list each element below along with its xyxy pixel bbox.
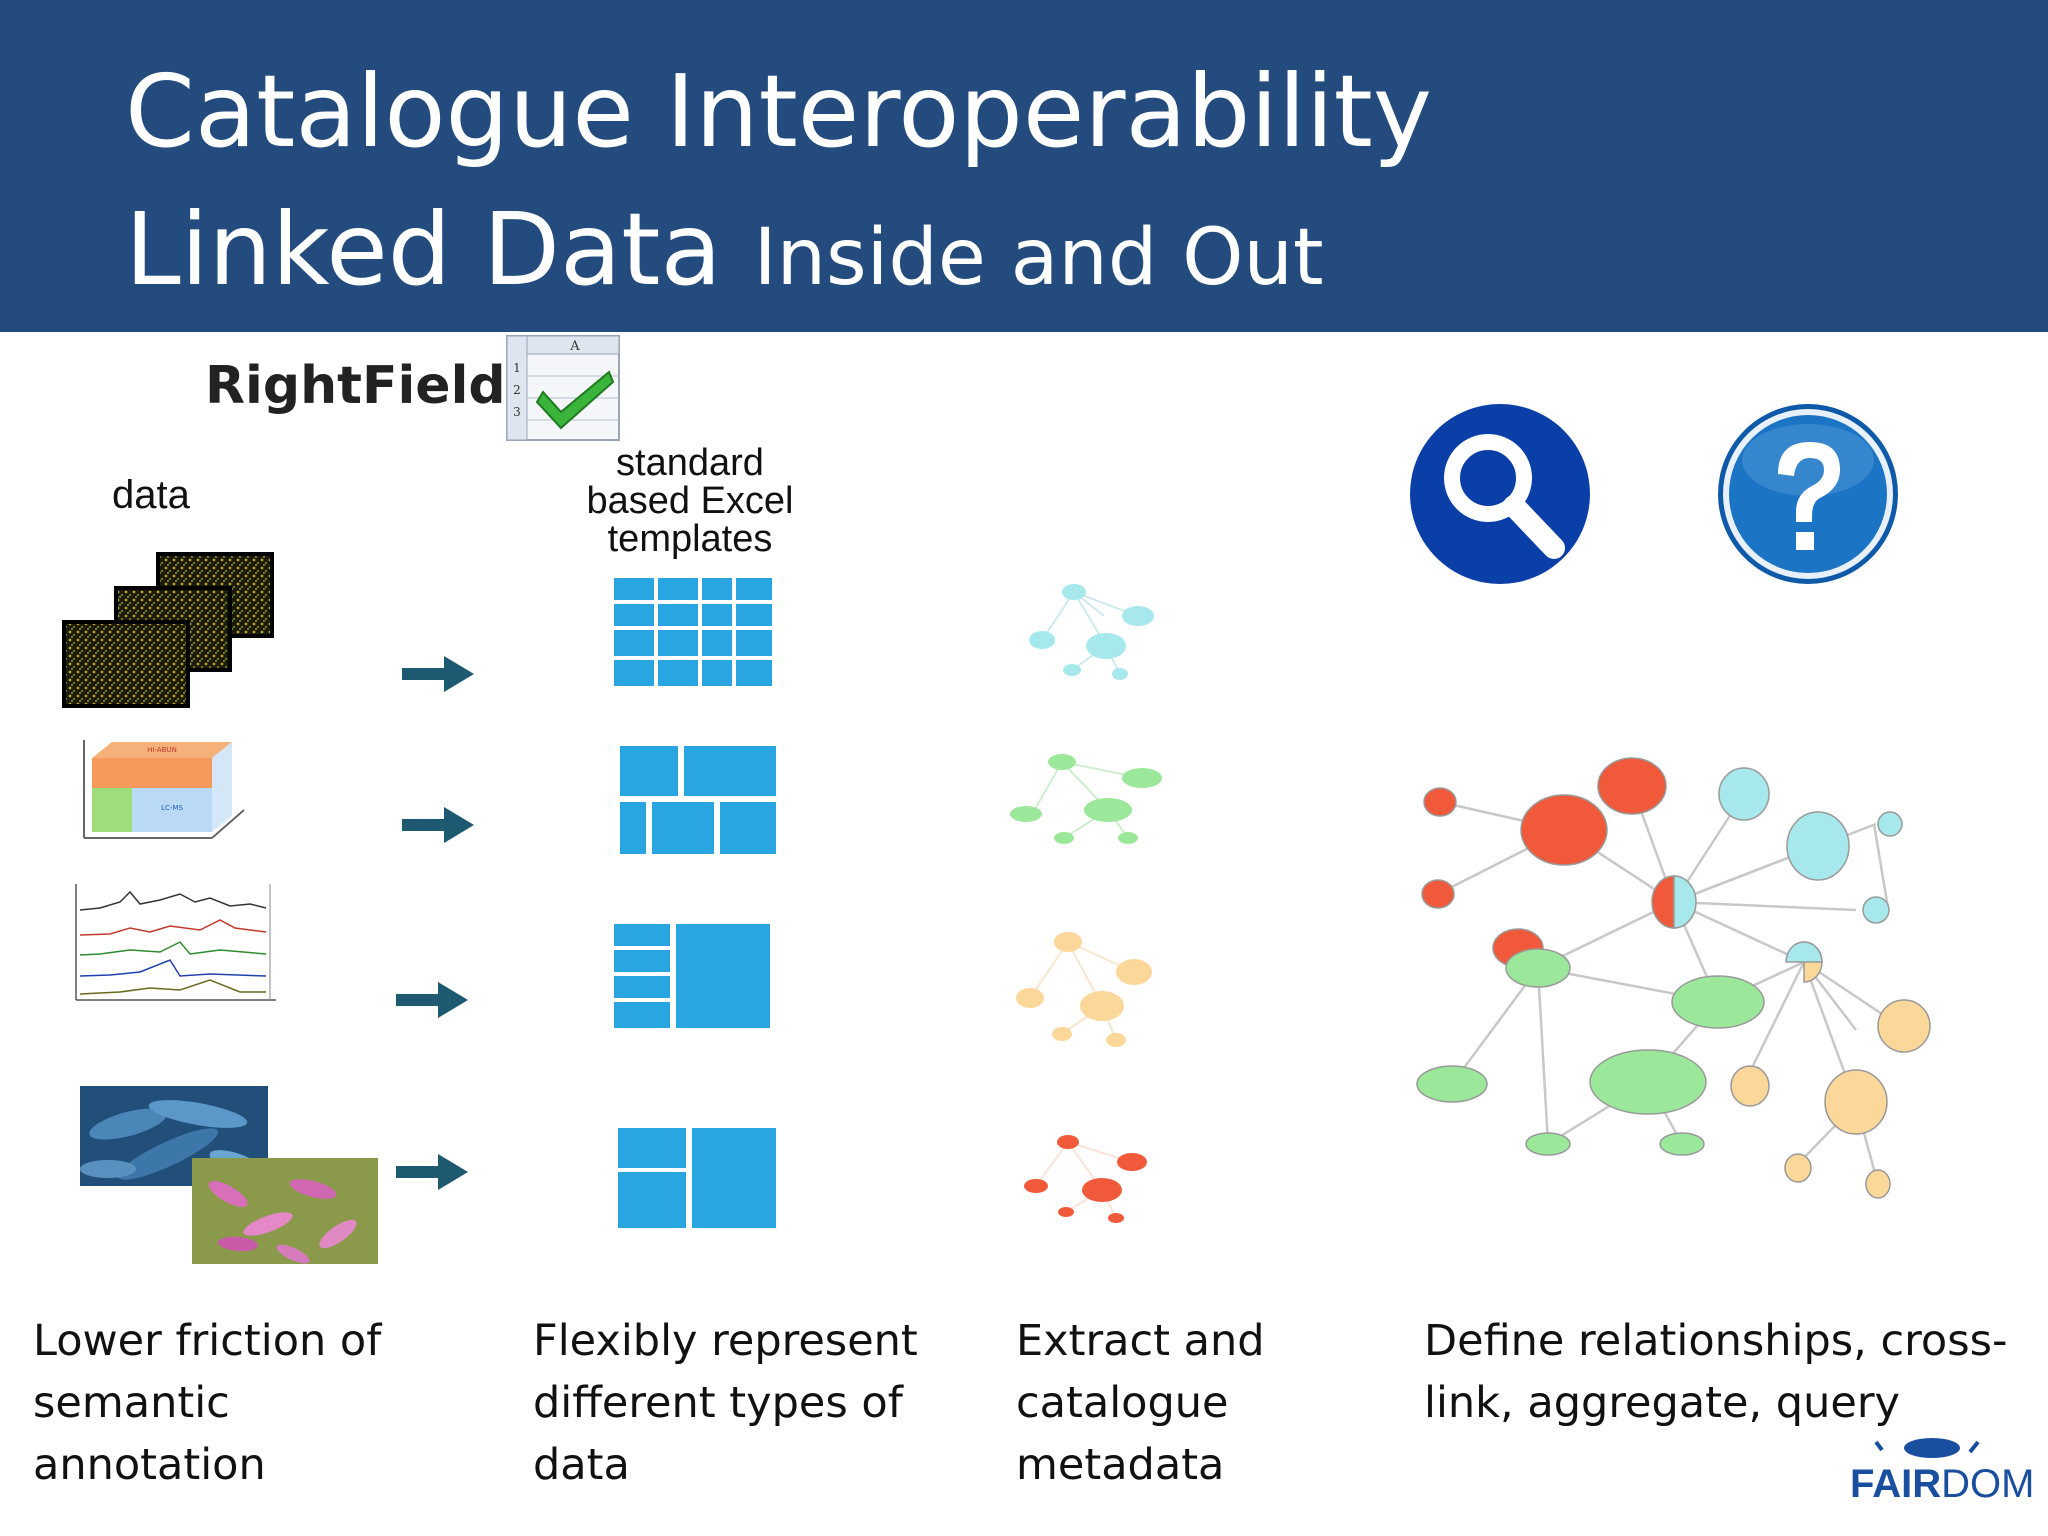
title-banner: Catalogue Interoperability Linked Data I…	[0, 0, 2048, 332]
svg-text:LC-MS: LC-MS	[161, 804, 183, 812]
title-line-2-main: Linked Data	[125, 191, 722, 308]
bacteria-images	[80, 1086, 378, 1264]
fairdom-logo: FAIRDOM	[1850, 1462, 2034, 1507]
svg-text:HI-ABUN: HI-ABUN	[147, 746, 177, 754]
arrow-right-icon	[402, 807, 474, 843]
arrow-right-icon	[402, 656, 474, 692]
search-icon	[1410, 404, 1590, 584]
caption-semantic-annotation: Lower friction of semantic annotation	[33, 1316, 382, 1490]
templates-label-line-2: based Excel	[586, 480, 794, 522]
fairdom-logo-dom: DOM	[1941, 1462, 2035, 1506]
rf-row-2: 2	[513, 383, 521, 397]
arrow-right-icon	[396, 1154, 468, 1190]
rf-col-header: A	[569, 339, 580, 354]
fairdom-logo-mark	[1874, 1438, 1980, 1458]
metadata-graph-red	[1024, 1135, 1147, 1223]
template-grid-1	[614, 578, 772, 686]
caption-define-relationships: Define relationships, cross- link, aggre…	[1424, 1316, 2008, 1428]
linked-data-network-graph	[1416, 757, 1931, 1199]
templates-label: standard based Excel templates	[560, 444, 820, 558]
rf-row-3: 3	[513, 405, 521, 419]
metadata-graph-orange	[1016, 932, 1152, 1047]
title-line-2-sub: Inside and Out	[753, 213, 1324, 303]
title-line-1: Catalogue Interoperability	[125, 53, 1433, 170]
templates-label-line-3: templates	[607, 518, 773, 560]
check-mark	[535, 370, 615, 430]
spreadsheet-check-icon: A 1 2 3	[506, 335, 620, 441]
rf-row-1: 1	[513, 361, 521, 375]
cube-chart-image: HI-ABUN LC-MS	[83, 740, 245, 839]
spectra-image	[75, 884, 276, 1001]
metadata-graph-green	[1010, 754, 1162, 844]
title-line-2: Linked Data Inside and Out	[125, 200, 1324, 300]
caption-extract-metadata: Extract and catalogue metadata	[1016, 1316, 1265, 1490]
arrow-right-icon	[396, 982, 468, 1018]
template-grid-4	[618, 1128, 776, 1228]
template-grid-2	[620, 746, 776, 854]
template-grid-3	[614, 924, 770, 1028]
metadata-graph-cyan	[1029, 584, 1154, 680]
microarray-images	[62, 552, 274, 708]
fairdom-logo-fair: FAIR	[1850, 1462, 1942, 1506]
caption-flexible-representation: Flexibly represent different types of da…	[533, 1316, 918, 1490]
microarray-image-front	[62, 620, 190, 708]
rightfield-logo-text: RightField	[205, 356, 506, 416]
templates-label-line-1: standard	[616, 442, 764, 484]
data-label: data	[112, 473, 190, 517]
help-icon	[1718, 404, 1898, 584]
